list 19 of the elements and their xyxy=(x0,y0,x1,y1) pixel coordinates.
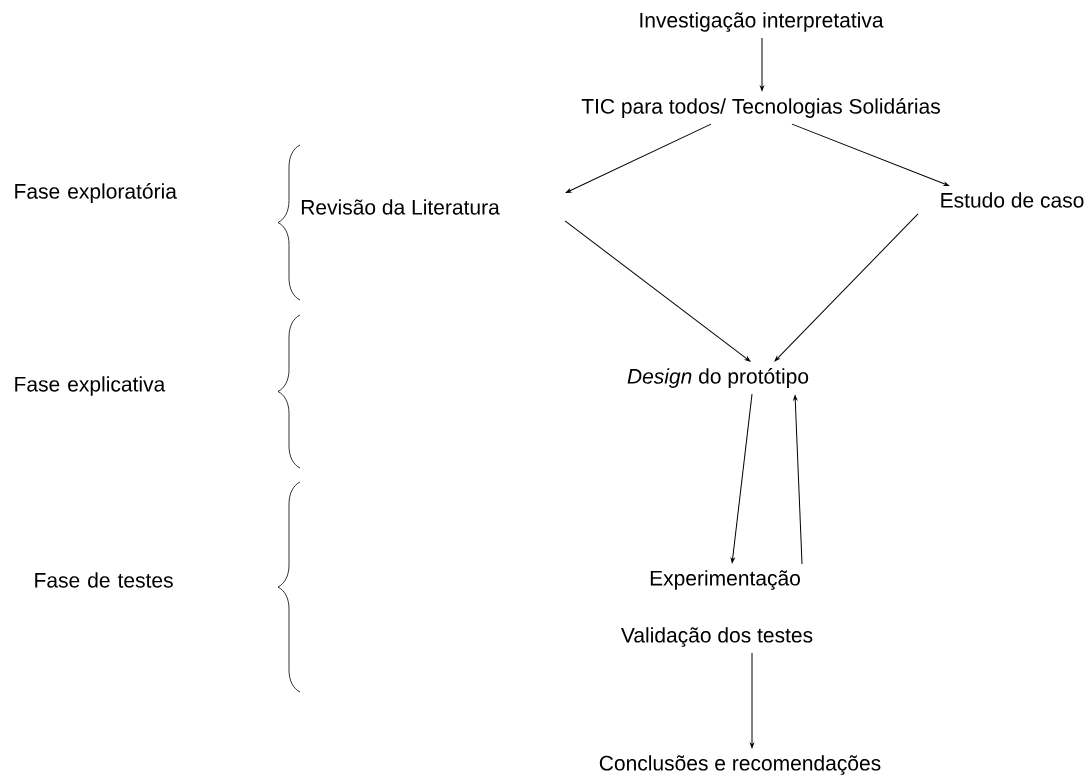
arrow xyxy=(793,395,803,565)
arrow xyxy=(750,652,754,748)
phase-label: Fase exploratória xyxy=(15,183,177,203)
phase-label: Fase de testes xyxy=(35,572,173,588)
phase-label: Fase explicativa xyxy=(15,376,166,396)
flow-step: Estudo de caso xyxy=(941,192,1084,208)
flow-step: Experimentação xyxy=(650,570,800,590)
arrow xyxy=(565,123,712,193)
arrow xyxy=(564,220,751,362)
flow-step: TIC para todos/ Tecnologias Solidárias xyxy=(581,98,940,118)
arrow xyxy=(791,123,950,187)
flow-step: Investigação interpretativa xyxy=(640,12,884,32)
flow-step: Conclusões e recomendações xyxy=(599,755,881,775)
flow-step: Design do protótipo xyxy=(627,368,809,388)
arrow xyxy=(774,213,919,362)
arrow xyxy=(760,37,764,91)
flow-step: Validação dos testes xyxy=(621,627,813,647)
flow-step: Revisão da Literatura xyxy=(301,199,500,215)
arrow xyxy=(730,393,753,563)
